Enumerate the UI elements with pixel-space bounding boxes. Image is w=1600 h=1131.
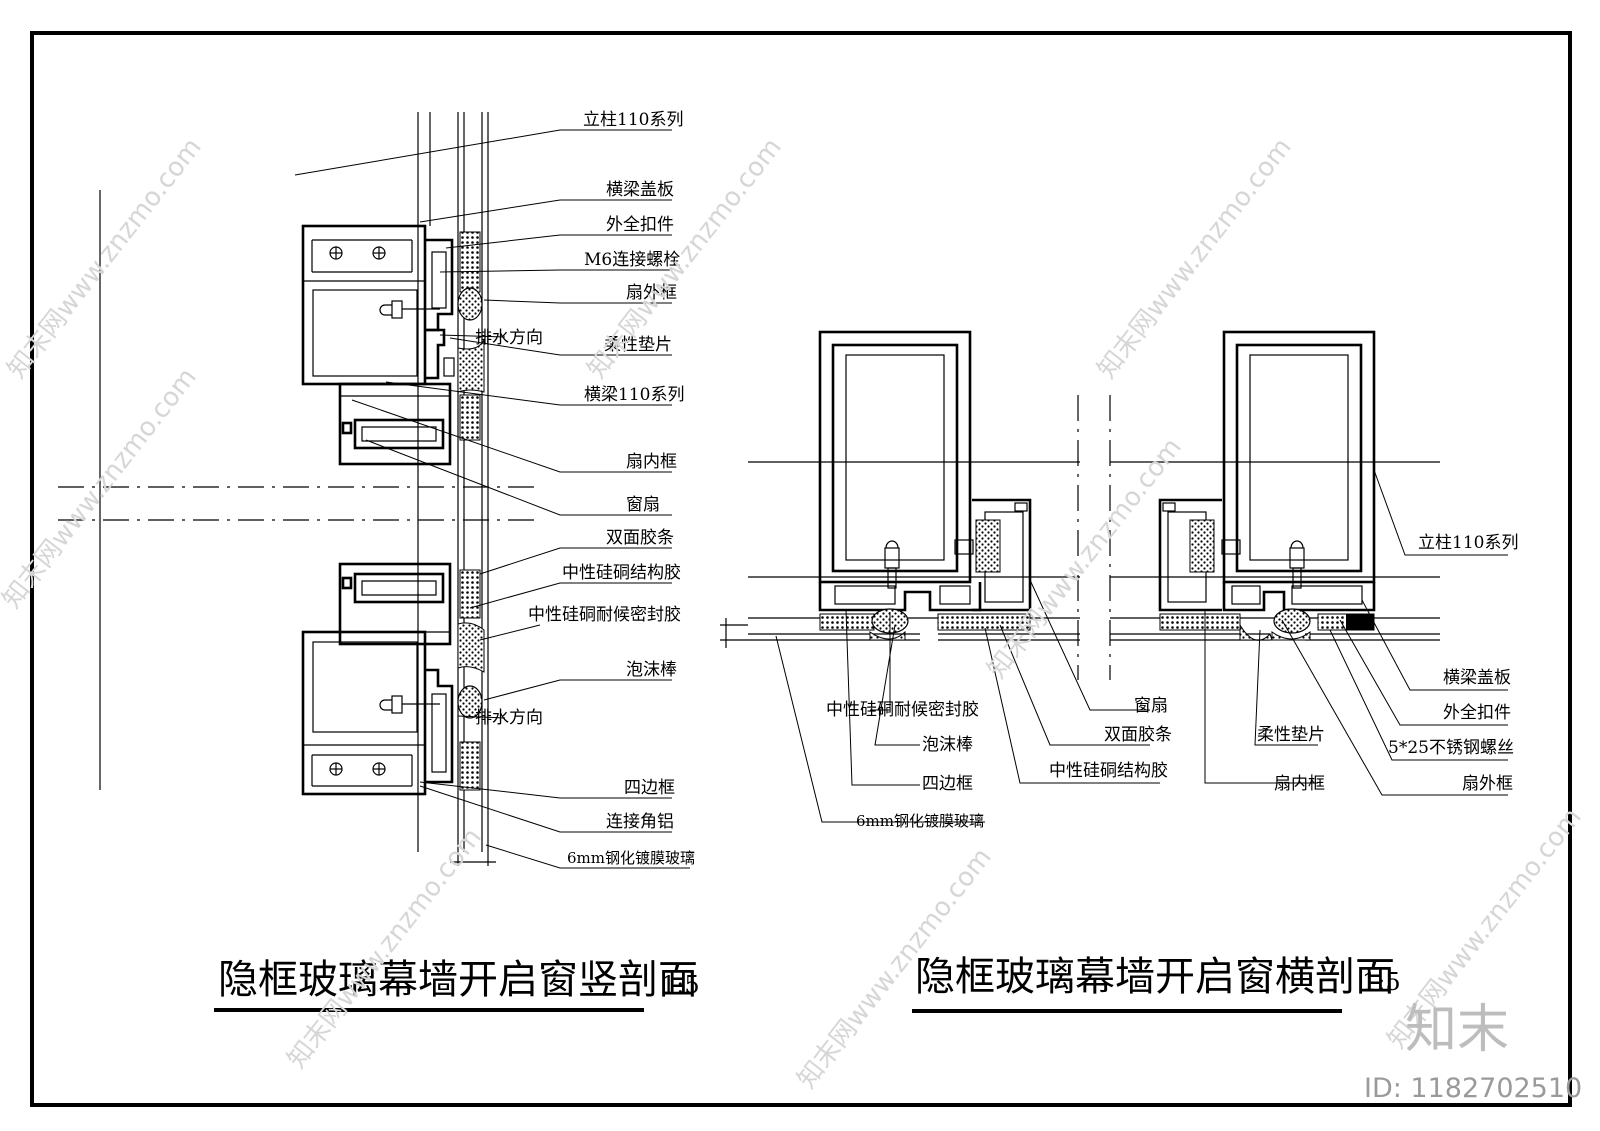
label-outer-clip: 外全扣件: [606, 215, 674, 235]
label-double-tape: 双面胶条: [606, 528, 674, 548]
left-section-scale: 1:5: [661, 971, 700, 999]
brand-watermark: 知末: [1405, 1000, 1509, 1060]
label-r-outer-clip: 外全扣件: [1443, 703, 1511, 723]
label-m6-bolt: M6连接螺栓: [584, 250, 680, 270]
label-drainage-1: 排水方向: [475, 328, 543, 348]
right-section-scale: 1:5: [1362, 968, 1401, 996]
watermark-text-5: 知末网www.znzmo.com: [982, 433, 1188, 685]
label-r-column-110: 立柱110系列: [1418, 533, 1518, 553]
vertical-section-drawing: [58, 112, 690, 869]
label-r-flexible-pad: 柔性垫片: [1257, 725, 1325, 745]
right-section-title: 隐框玻璃幕墙开启窗横剖面: [915, 954, 1395, 1000]
label-r-transom-cover: 横梁盖板: [1443, 668, 1511, 688]
label-sash-outer-frame: 扇外框: [626, 283, 677, 303]
label-sash-inner-frame: 扇内框: [626, 452, 677, 472]
label-column-110: 立柱110系列: [583, 110, 683, 130]
watermark-layer: 知末网www.znzmo.com 知末网www.znzmo.com 知末网www…: [0, 133, 1588, 1095]
label-r-stainless-screw: 5*25不锈钢螺丝: [1388, 738, 1514, 758]
watermark-text-3: 知末网www.znzmo.com: [1092, 133, 1298, 385]
label-weather-sealant: 中性硅硐耐候密封胶: [528, 605, 681, 625]
label-corner-aluminum: 连接角铝: [606, 812, 674, 832]
label-r-window-sash: 窗扇: [1134, 696, 1168, 716]
label-r-tempered-glass: 6mm钢化镀膜玻璃: [856, 812, 984, 830]
label-r-four-side-frame: 四边框: [922, 774, 973, 794]
label-r-structural-sealant: 中性硅硐结构胶: [1049, 761, 1168, 781]
label-four-side-frame: 四边框: [624, 778, 675, 798]
label-flexible-pad: 柔性垫片: [604, 335, 672, 355]
label-structural-sealant: 中性硅硐结构胶: [562, 563, 681, 583]
label-transom-110: 横梁110系列: [584, 385, 684, 405]
sheet-border: [30, 31, 1572, 1107]
label-r-weather-sealant: 中性硅硐耐候密封胶: [826, 700, 979, 720]
horizontal-section-drawing: [720, 330, 1508, 823]
left-section-title: 隐框玻璃幕墙开启窗竖剖面: [218, 957, 698, 1003]
label-transom-cover: 横梁盖板: [606, 180, 674, 200]
label-r-sash-outer-frame: 扇外框: [1462, 774, 1513, 794]
watermark-text-6: 知末网www.znzmo.com: [282, 823, 488, 1075]
label-r-foam-rod: 泡沫棒: [922, 735, 973, 755]
label-r-sash-inner-frame: 扇内框: [1274, 774, 1325, 794]
label-r-double-tape: 双面胶条: [1104, 725, 1172, 745]
label-tempered-glass: 6mm钢化镀膜玻璃: [567, 849, 695, 867]
label-window-sash: 窗扇: [626, 495, 660, 515]
label-drainage-2: 排水方向: [475, 708, 543, 728]
drawing-id: ID: 1182702510: [1364, 1073, 1582, 1104]
label-foam-rod: 泡沫棒: [626, 660, 677, 680]
